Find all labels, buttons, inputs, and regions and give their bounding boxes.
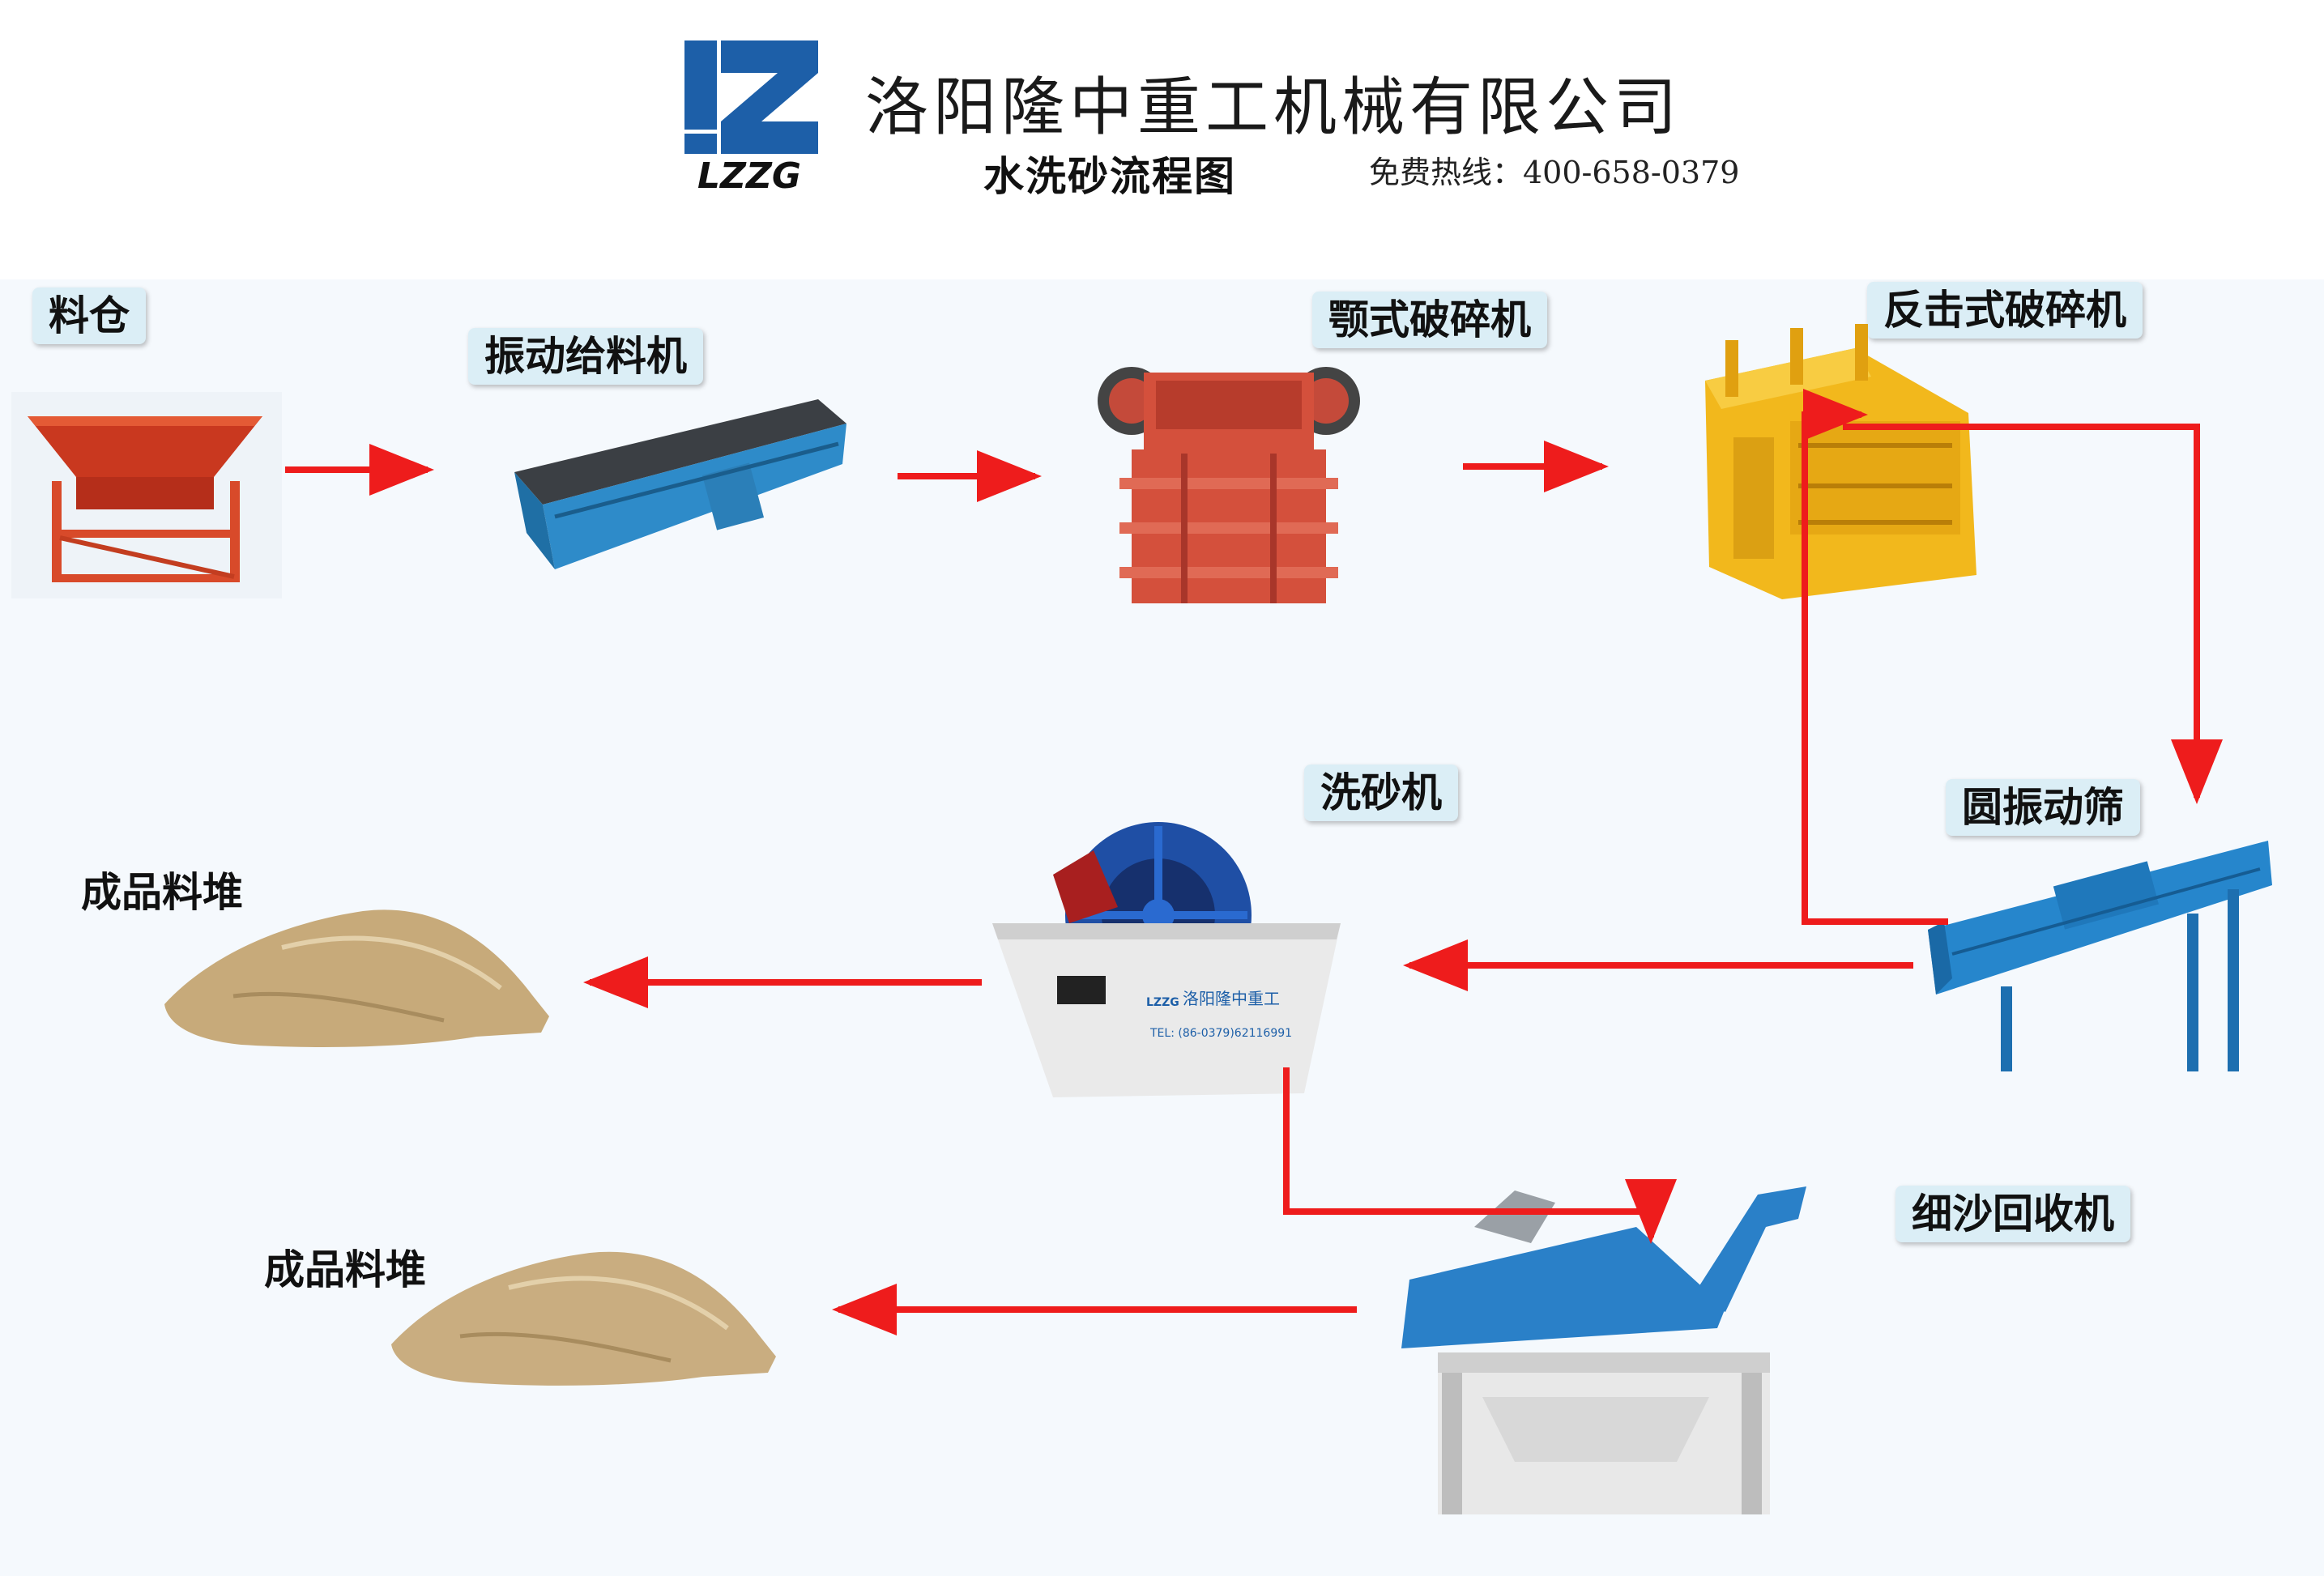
company-logo: LZZG: [684, 40, 818, 194]
impact-crusher-image: [1705, 324, 1976, 599]
washer-tel-text: TEL: (86-0379)62116991: [1149, 1027, 1292, 1040]
label-jaw-crusher: 颚式破碎机: [1312, 292, 1547, 348]
header: LZZG 洛阳隆中重工机械有限公司 水洗砂流程图 免费热线：400-658-03…: [0, 0, 2324, 279]
product-pile-2-image: [391, 1251, 776, 1386]
diagram-title: 水洗砂流程图: [983, 152, 1236, 200]
jaw-crusher-image: [1098, 367, 1360, 603]
sand-washer-image: 洛阳隆中重工 TEL: (86-0379)62116991 LZZG: [992, 822, 1341, 1097]
vibrating-feeder-image: [514, 399, 846, 569]
label-product-pile-2: 成品料堆: [264, 1246, 426, 1293]
fine-sand-recycler-image: [1401, 1186, 1806, 1514]
product-pile-1-image: [164, 909, 549, 1047]
company-name: 洛阳隆中重工机械有限公司: [865, 71, 1682, 144]
bin-image: [11, 392, 282, 598]
hotline: 免费热线：400-658-0379: [1369, 155, 1740, 190]
label-sand-washer: 洗砂机: [1304, 765, 1458, 821]
label-product-pile-1: 成品料堆: [81, 868, 243, 916]
label-fine-sand-recycler: 细沙回收机: [1895, 1186, 2130, 1242]
circular-screen-image: [1928, 841, 2272, 1071]
label-bin: 料仓: [32, 288, 146, 344]
label-vibrating-feeder: 振动给料机: [468, 328, 703, 385]
label-impact-crusher: 反击式破碎机: [1867, 282, 2143, 339]
washer-logo-text: LZZG: [1146, 996, 1179, 1009]
logo-text: LZZG: [697, 155, 801, 194]
washer-brand-text: 洛阳隆中重工: [1183, 989, 1280, 1008]
